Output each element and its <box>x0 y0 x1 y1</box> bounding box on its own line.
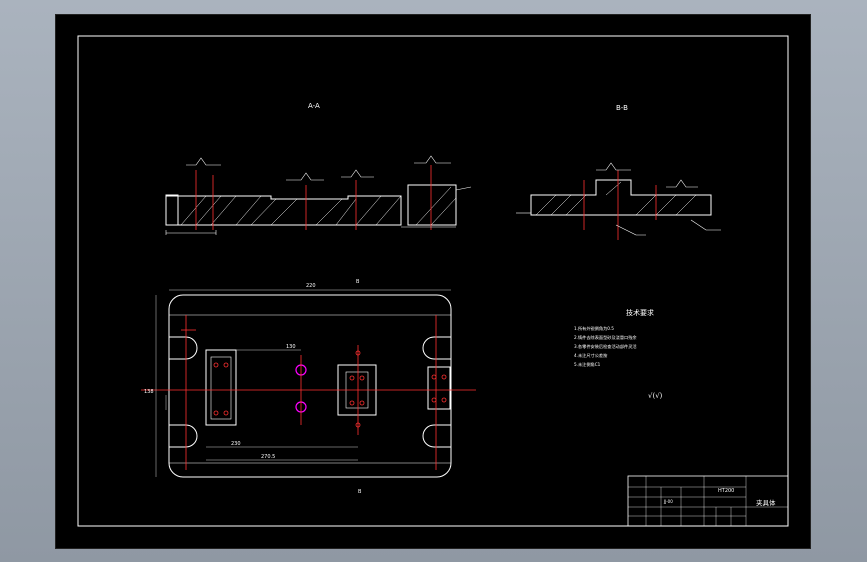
section-a-title: A-A <box>308 102 320 110</box>
section-a-annotations <box>165 155 472 235</box>
section-a-view: A-A <box>165 102 472 235</box>
plan-small-holes <box>213 350 447 428</box>
section-b-body <box>530 179 712 216</box>
section-b-view: B-B <box>516 104 721 240</box>
section-b-title: B-B <box>616 104 628 112</box>
dim-bot-left: B <box>358 489 362 495</box>
dim-left: 138 <box>144 389 154 395</box>
tech-req-item-3: 3.各零件安装后检查活动部件灵活 <box>574 343 637 350</box>
dim-bottom1: 230 <box>231 441 241 447</box>
section-a-hatch <box>180 186 457 226</box>
cad-drawing: A-A <box>77 35 789 527</box>
tech-req-item-4: 4.未注尺寸公差按 <box>574 352 607 359</box>
border-frame <box>77 35 789 527</box>
title-part-no: JJ-00 <box>663 499 673 504</box>
tech-req-title: 技术要求 <box>626 308 654 317</box>
slot-left-top <box>169 336 198 360</box>
title-material: HT200 <box>718 488 734 494</box>
slot-left-bottom <box>169 424 198 448</box>
plan-centerlines <box>141 315 476 470</box>
slot-right-bottom <box>422 424 451 448</box>
plan-outline <box>168 294 452 478</box>
left-locator-block <box>205 349 237 426</box>
slot-right-top <box>422 336 451 360</box>
end-stop-block <box>427 366 451 410</box>
dim-top-left: B <box>356 279 360 285</box>
dim-bottom2: 270.5 <box>261 454 275 460</box>
title-drawing-name: 夹具体 <box>756 498 776 507</box>
plan-dimensions <box>155 289 451 477</box>
dim-top: 220 <box>306 283 316 289</box>
technical-requirements: 技术要求 1.所有外锐倒角为0.5 2.铸件去除表面型砂及浇冒口残余 3.各零件… <box>574 308 663 400</box>
section-a-right-block <box>407 184 457 226</box>
roughness-symbol: √(√) <box>648 392 663 400</box>
plan-view: 220 B 230 270.5 138 130 B <box>141 279 476 495</box>
section-b-hatch <box>535 181 697 216</box>
dim-mid: 130 <box>286 344 296 350</box>
tech-req-item-1: 1.所有外锐倒角为0.5 <box>574 325 614 332</box>
section-a-centerlines <box>195 165 432 230</box>
title-block: HT200 夹具体 JJ-00 <box>627 475 789 527</box>
tech-req-item-2: 2.铸件去除表面型砂及浇冒口残余 <box>574 334 637 341</box>
tech-req-item-5: 5.未注倒角C1 <box>574 361 601 368</box>
section-b-annotations <box>516 162 721 236</box>
cad-viewport[interactable]: A-A <box>55 14 811 549</box>
section-a-left-block <box>165 194 179 226</box>
section-a-body <box>165 195 402 226</box>
section-b-centerlines <box>583 170 657 240</box>
